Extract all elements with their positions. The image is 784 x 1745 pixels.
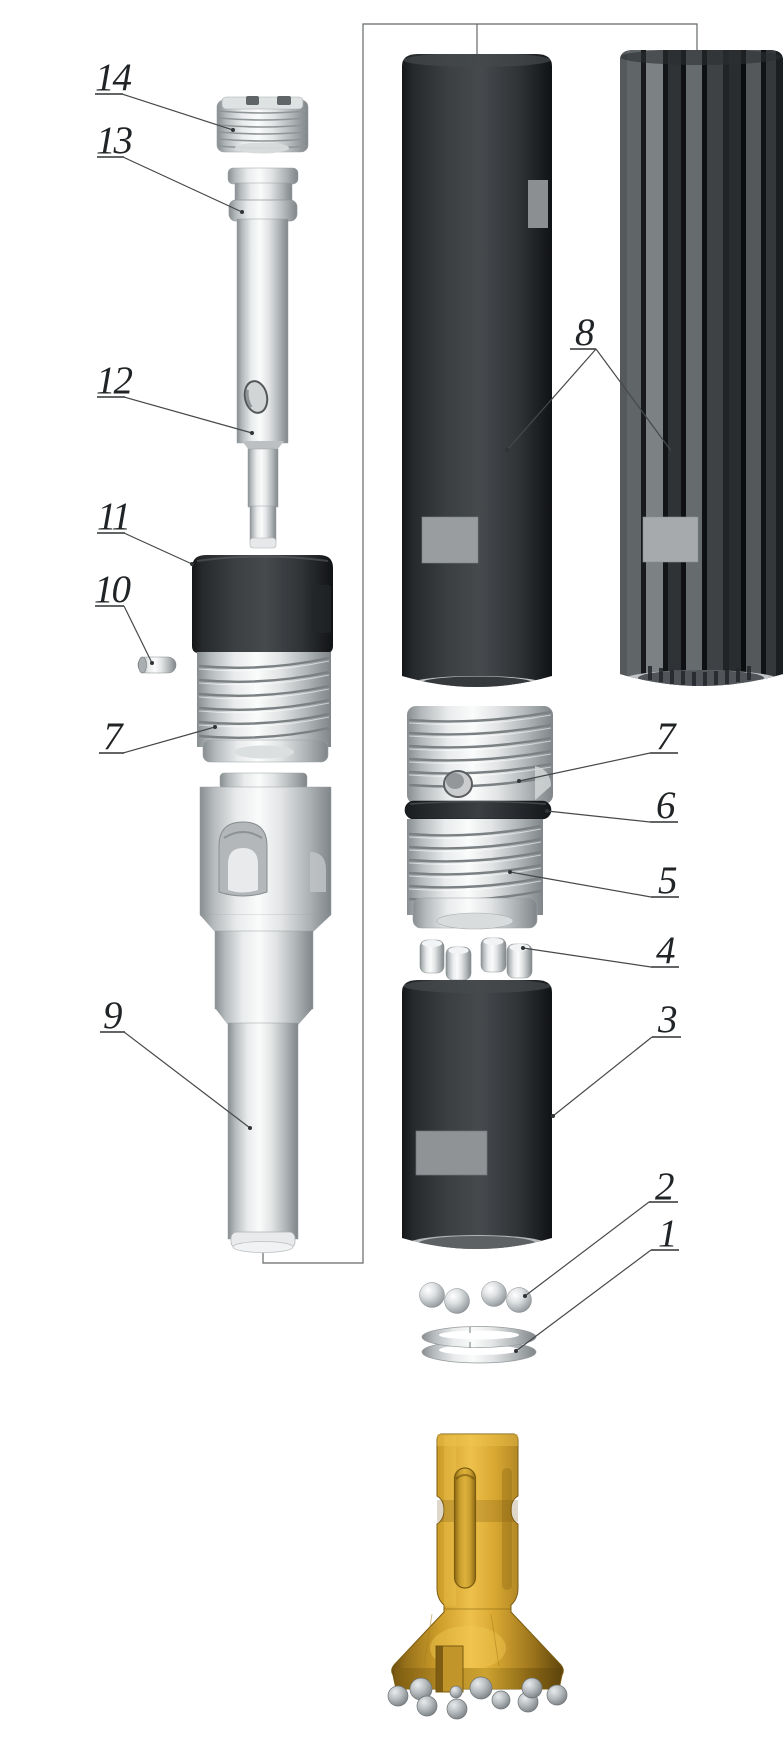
part-6-seal-ring <box>404 800 552 820</box>
label-patch <box>415 1130 488 1176</box>
callout-9-label: 9 <box>103 994 122 1037</box>
part-9-piston <box>199 772 332 1253</box>
part-8-outer-fluted-cylinder <box>620 50 783 686</box>
label-patch <box>528 180 548 228</box>
plug-slot <box>277 96 291 105</box>
callout-11-label: 11 <box>97 495 129 538</box>
carbide-buttons <box>387 1676 568 1720</box>
callout-5-label: 5 <box>658 859 677 902</box>
part-5-lower-thread <box>407 819 543 930</box>
part-2-bearing-balls <box>419 1281 532 1314</box>
part-12-13-air-distributor-stem <box>227 167 299 549</box>
label-patch <box>642 516 699 563</box>
assembly-bracket <box>262 23 698 1264</box>
callout-6-label: 6 <box>656 784 676 827</box>
part-7-backhead-thread <box>197 652 331 763</box>
callout-14-label: 14 <box>95 56 132 99</box>
callout-leader-lines <box>95 93 681 1353</box>
callout-labels: 14 13 12 11 10 7 9 8 7 6 5 4 3 2 1 <box>94 56 679 1255</box>
callout-10-label: 10 <box>94 568 131 611</box>
part-3-chuck-cylinder <box>402 980 552 1249</box>
part-4-split-segments <box>419 937 533 981</box>
callout-12-label: 12 <box>96 359 133 402</box>
callout-4-label: 4 <box>656 929 675 972</box>
plug-slot <box>246 96 259 105</box>
callout-7-right-label: 7 <box>656 715 677 758</box>
part-11-backhead <box>192 555 333 653</box>
part-7-valve-thread <box>407 706 553 804</box>
drill-bit <box>387 1433 568 1720</box>
label-patch <box>421 516 479 564</box>
part-1-retaining-rings <box>421 1326 537 1364</box>
bit-spline-slot <box>453 1467 477 1589</box>
part-10-pin <box>137 656 177 674</box>
callout-7-left-label: 7 <box>103 715 124 758</box>
stem-side-port <box>243 380 269 414</box>
callout-8-label: 8 <box>575 311 595 354</box>
part-14-thread-plug <box>216 96 309 154</box>
callout-3-label: 3 <box>657 998 677 1041</box>
part-8-inner-cylinder <box>402 54 552 687</box>
callout-1-label: 1 <box>658 1212 676 1255</box>
callout-2-label: 2 <box>655 1165 674 1208</box>
callout-13-label: 13 <box>96 119 133 162</box>
